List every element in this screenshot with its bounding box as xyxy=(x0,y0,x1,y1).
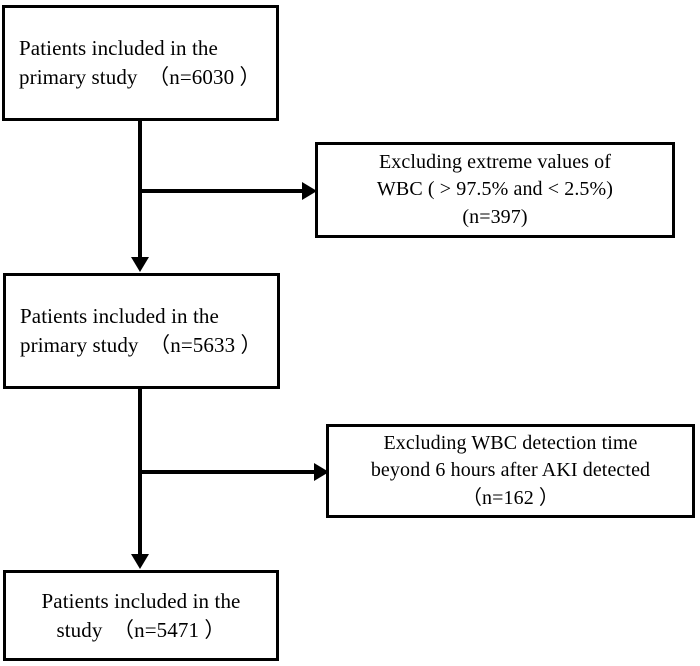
edge-second-trunk-upper xyxy=(138,389,142,474)
arrowhead-right-exclusion-2 xyxy=(314,463,329,481)
node-patients-included-study-5471: Patients included in the study （n=5471 ） xyxy=(3,570,279,661)
node-label: Patients included in the primary study （… xyxy=(20,304,262,357)
arrowhead-down-to-final-node xyxy=(131,554,149,569)
node-label: Excluding WBC detection time beyond 6 ho… xyxy=(370,431,651,509)
node-label: Patients included in the primary study （… xyxy=(19,36,261,89)
edge-enrolled-trunk-upper xyxy=(138,121,142,211)
node-patients-included-primary-6030: Patients included in the primary study （… xyxy=(2,5,279,121)
edge-enrolled-trunk-lower xyxy=(138,189,142,261)
node-label: Excluding extreme values of WBC ( > 97.5… xyxy=(376,150,614,228)
arrowhead-down-to-second-node xyxy=(131,257,149,272)
node-patients-included-primary-5633: Patients included in the primary study （… xyxy=(3,273,280,389)
edge-second-trunk-lower xyxy=(138,470,142,554)
edge-enrolled-to-exclusion-1-line xyxy=(138,189,308,193)
node-excluding-extreme-wbc-values-397: Excluding extreme values of WBC ( > 97.5… xyxy=(315,142,675,238)
arrowhead-right-exclusion-1 xyxy=(302,182,317,200)
edge-second-to-exclusion-2-line xyxy=(138,470,320,474)
node-label: Patients included in the study （n=5471 ） xyxy=(41,588,241,642)
node-excluding-wbc-detection-time-162: Excluding WBC detection time beyond 6 ho… xyxy=(326,424,695,518)
